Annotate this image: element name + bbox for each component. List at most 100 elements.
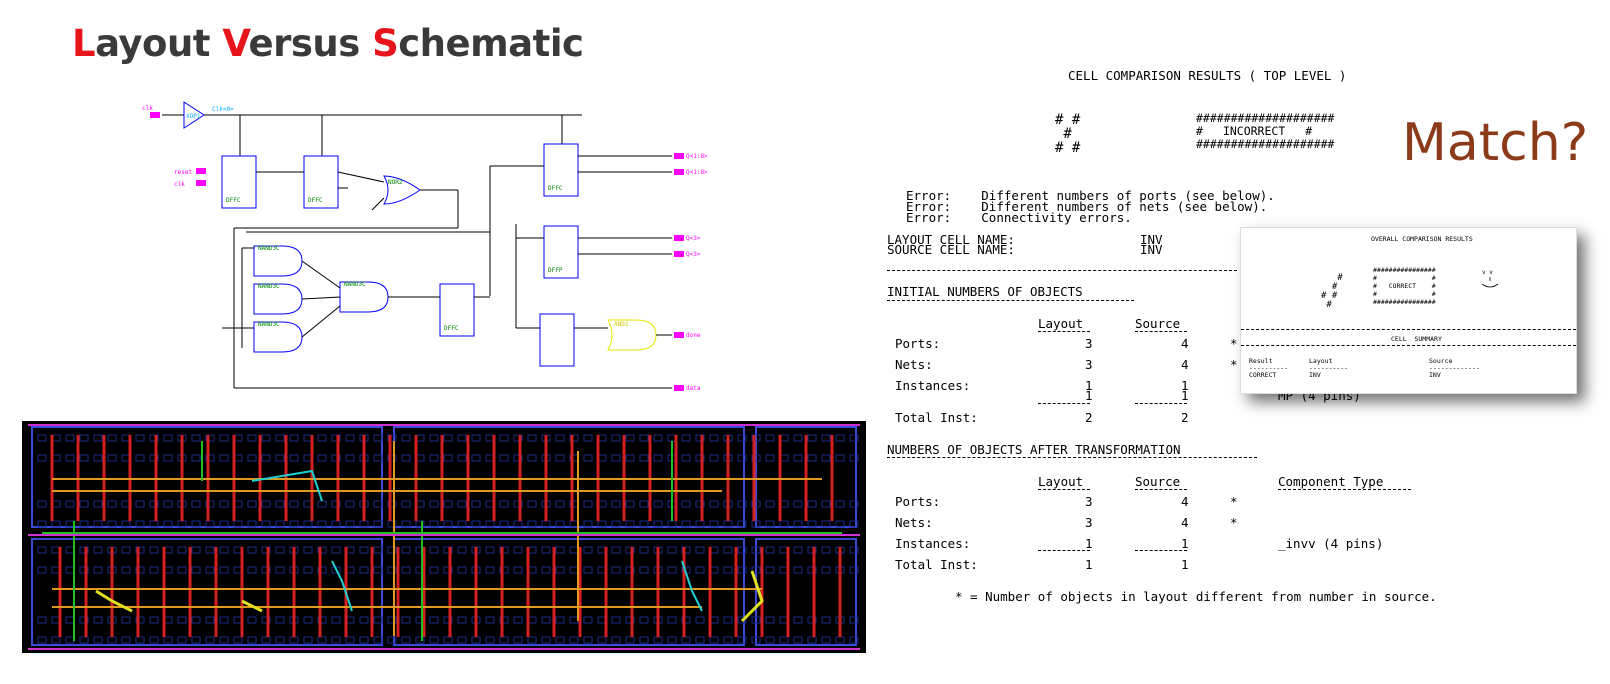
after-col-source: Source xyxy=(1135,474,1181,489)
status-incorrect: INCORRECT xyxy=(1222,124,1286,138)
instances-row-2-source: 1 xyxy=(1181,388,1189,403)
overlay-correct-banner: ################ # # # CORRECT # # # ###… xyxy=(1373,266,1436,306)
title-word-chematic: chematic xyxy=(398,22,584,65)
initial-ports-layout: 3 xyxy=(1085,336,1093,351)
overlay-status-correct: CORRECT xyxy=(1388,282,1417,290)
sch-nand2-label: NAND3C xyxy=(258,283,280,290)
overlay-divider-1 xyxy=(1241,329,1576,330)
layout-cell-label: LAYOUT CELL NAME: xyxy=(887,232,1015,247)
after-nets-source: 4 xyxy=(1181,515,1189,530)
smiley-icon: v v xyxy=(1479,268,1501,290)
overlay-col-result-rule: ---------- xyxy=(1249,364,1289,372)
sch-out-done-label: done xyxy=(686,332,701,339)
source-cell-label: SOURCE CELL NAME: xyxy=(887,242,1015,257)
error-3-label: Error: xyxy=(906,210,952,225)
initial-col-source: Source xyxy=(1135,316,1181,331)
after-ports-label: Ports: xyxy=(895,494,941,509)
after-instances-layout: 1 xyxy=(1085,536,1093,551)
ff5-box xyxy=(439,283,475,337)
report-footnote: * = Number of objects in layout differen… xyxy=(955,589,1437,604)
banner-bottom-hash: #################### xyxy=(1196,137,1335,151)
correct-result-card: OVERALL COMPARISON RESULTS # # # # # ###… xyxy=(1240,227,1577,394)
sch-reset-input-label: reset xyxy=(174,169,192,176)
after-instances-type: _invv (4 pins) xyxy=(1278,536,1384,551)
incorrect-x-mark: # # # # # xyxy=(1055,113,1080,155)
overlay-col-layout-rule: ---------- xyxy=(1309,364,1349,372)
sch-ff2-label: DFFC xyxy=(308,197,323,204)
after-component-underline xyxy=(1278,489,1411,490)
initial-ports-mark: * xyxy=(1230,336,1238,351)
sch-buffer-label: XOP1 xyxy=(186,113,201,120)
title-capital-v: V xyxy=(222,22,249,65)
ff1-box xyxy=(221,155,257,209)
after-total-source: 1 xyxy=(1181,557,1189,572)
initial-title-underline xyxy=(887,300,1134,301)
sch-nand3-label: NAND3C xyxy=(258,321,280,328)
after-title-underline xyxy=(887,457,1257,458)
sch-ff5-label: DFFC xyxy=(444,325,459,332)
initial-nets-mark: * xyxy=(1230,357,1238,372)
after-total-label: Total Inst: xyxy=(895,557,978,572)
overlay-summary-title: CELL SUMMARY xyxy=(1391,335,1442,343)
error-2-label: Error: xyxy=(906,199,952,214)
overlay-col-result: Result xyxy=(1249,357,1273,365)
title-word-ayout: ayout xyxy=(95,22,223,65)
sch-out-q1-label: Q<1:8> xyxy=(686,153,708,160)
ff6-box xyxy=(539,313,575,367)
sch-out-q3-label: Q<3> xyxy=(686,235,701,242)
svg-text:v v: v v xyxy=(1482,269,1493,276)
after-instances-source: 1 xyxy=(1181,536,1189,551)
overlay-title: OVERALL COMPARISON RESULTS xyxy=(1371,235,1473,243)
title-word-ersus: ersus xyxy=(248,22,373,65)
physical-layout-image xyxy=(22,421,866,653)
after-col-component: Component Type xyxy=(1278,474,1384,489)
after-ports-mark: * xyxy=(1230,494,1238,509)
overlay-row-result: CORRECT xyxy=(1249,371,1277,379)
slide-title: Layout Versus Schematic xyxy=(72,22,584,65)
x-mark-line-2: # xyxy=(1055,126,1081,142)
title-capital-s: S xyxy=(372,22,399,65)
sch-clk-net-label: Clk<0> xyxy=(212,106,234,113)
sch-ff3-label: DFFC xyxy=(548,185,563,192)
after-nets-mark: * xyxy=(1230,515,1238,530)
schematic-diagram: clk reset clk Q<1:8> Q<1:8> Q<3> Q<3> do… xyxy=(142,101,708,392)
error-2-text: Different numbers of nets (see below). xyxy=(981,199,1268,214)
error-3-text: Connectivity errors. xyxy=(981,210,1132,225)
initial-instances-label: Instances: xyxy=(895,378,971,393)
instances-row-1-source: 1 xyxy=(1181,378,1189,393)
after-total-layout-rule xyxy=(1038,550,1090,551)
initial-nets-label: Nets: xyxy=(895,357,933,372)
after-source-underline xyxy=(1135,489,1187,490)
sch-nand4-label: NAND3C xyxy=(344,281,366,288)
after-ports-layout: 3 xyxy=(1085,494,1093,509)
overlay-check-mark: # # # # # xyxy=(1321,273,1343,310)
overlay-row-source: INV xyxy=(1429,371,1441,379)
ff3-box xyxy=(543,143,579,197)
sch-out-q2-label: Q<1:8> xyxy=(686,169,708,176)
initial-layout-underline xyxy=(1038,331,1090,332)
divider-line xyxy=(887,270,1237,271)
total-source-rule xyxy=(1135,403,1187,404)
after-ports-source: 4 xyxy=(1181,494,1189,509)
layout-cell-value: INV xyxy=(1140,232,1163,247)
error-1-label: Error: xyxy=(906,188,952,203)
after-nets-label: Nets: xyxy=(895,515,933,530)
sch-and-label: AND2 xyxy=(614,321,629,328)
overlay-col-layout: Layout xyxy=(1309,357,1333,365)
instances-row-2-layout: 1 xyxy=(1085,388,1093,403)
sch-clk-input-label: clk xyxy=(142,105,153,112)
after-col-layout: Layout xyxy=(1038,474,1084,489)
error-1: Error: Different numbers of ports (see b… xyxy=(906,188,1275,203)
initial-total-layout: 2 xyxy=(1085,410,1093,425)
initial-nets-source: 4 xyxy=(1181,357,1189,372)
initial-total-label: Total Inst: xyxy=(895,410,978,425)
initial-col-layout: Layout xyxy=(1038,316,1084,331)
sch-ff1-label: DFFC xyxy=(226,197,241,204)
total-layout-rule xyxy=(1038,403,1090,404)
error-3: Error: Connectivity errors. xyxy=(906,210,1132,225)
initial-title: INITIAL NUMBERS OF OBJECTS xyxy=(887,284,1083,299)
overlay-col-source: Source xyxy=(1429,357,1453,365)
ff4-box xyxy=(543,225,579,279)
after-layout-underline xyxy=(1038,489,1090,490)
sch-clk2-input-label: clk xyxy=(174,181,185,188)
